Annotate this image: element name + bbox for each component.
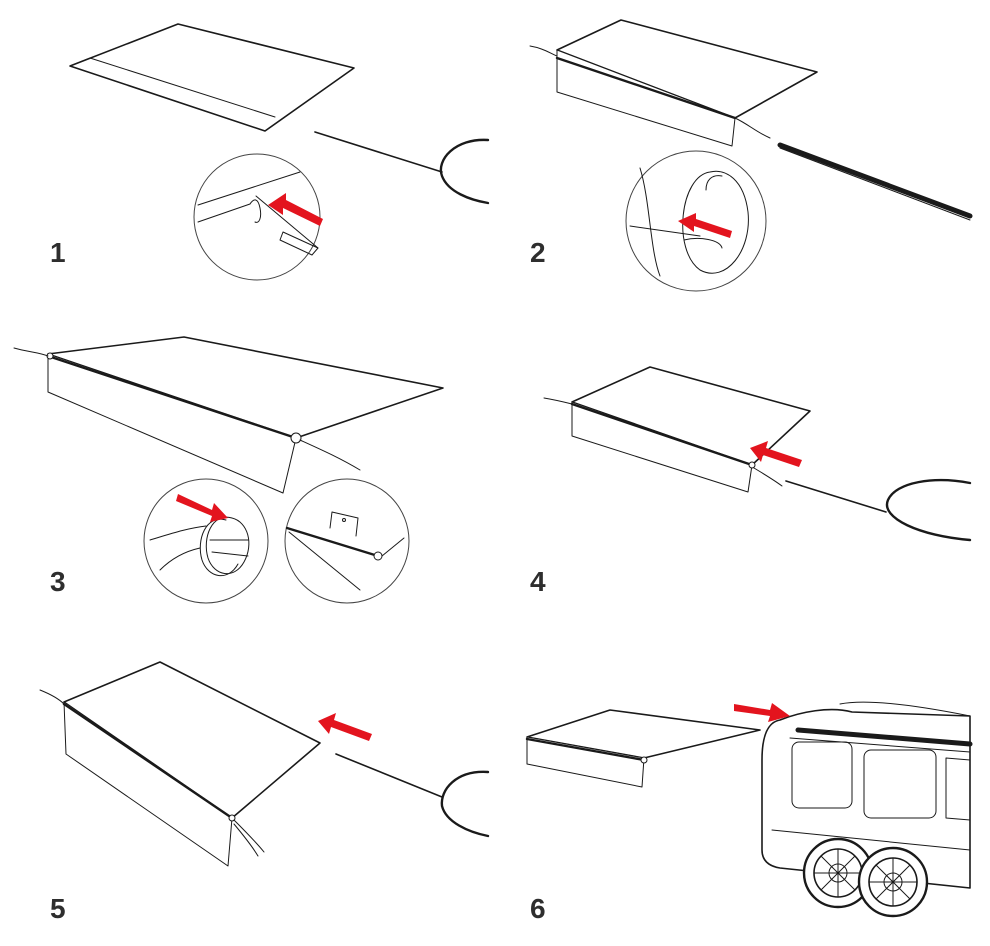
step-number-6: 6 xyxy=(530,893,546,924)
step-6-illustration xyxy=(525,701,973,918)
awning-assembled xyxy=(525,709,761,788)
step-number-4: 4 xyxy=(530,566,546,597)
step-3-illustration xyxy=(13,336,444,604)
detail-magnifier-3b xyxy=(284,478,410,604)
step-5-illustration xyxy=(39,661,490,867)
step-1-illustration xyxy=(69,23,490,281)
awning-fabric-with-rail xyxy=(529,19,818,147)
direction-arrow-1 xyxy=(268,193,323,226)
trailer-wheel-rear xyxy=(857,846,929,918)
awning-fabric-rail-long xyxy=(39,661,321,867)
awning-cord-5 xyxy=(335,753,490,838)
awning-fabric-rolled xyxy=(543,366,811,493)
step-number-3: 3 xyxy=(50,566,66,597)
direction-arrow-3 xyxy=(176,494,228,522)
trailer-wheel-front xyxy=(802,837,874,909)
detail-magnifier-1 xyxy=(193,153,321,281)
step-4-illustration xyxy=(543,366,972,542)
caravan-trailer xyxy=(761,701,973,889)
direction-arrow-4 xyxy=(750,441,802,467)
awning-rail-rod xyxy=(777,142,973,221)
direction-arrow-6 xyxy=(734,703,790,722)
awning-fabric-large xyxy=(13,336,444,494)
step-number-2: 2 xyxy=(530,237,546,268)
awning-fabric-flat xyxy=(69,23,355,132)
detail-magnifier-3a xyxy=(143,478,269,604)
awning-cord-4 xyxy=(785,478,972,542)
direction-arrow-2 xyxy=(678,213,732,238)
awning-cord xyxy=(314,131,490,205)
step-2-illustration xyxy=(529,19,973,292)
step-number-5: 5 xyxy=(50,893,66,924)
direction-arrow-5 xyxy=(318,713,372,741)
step-number-1: 1 xyxy=(50,237,66,268)
